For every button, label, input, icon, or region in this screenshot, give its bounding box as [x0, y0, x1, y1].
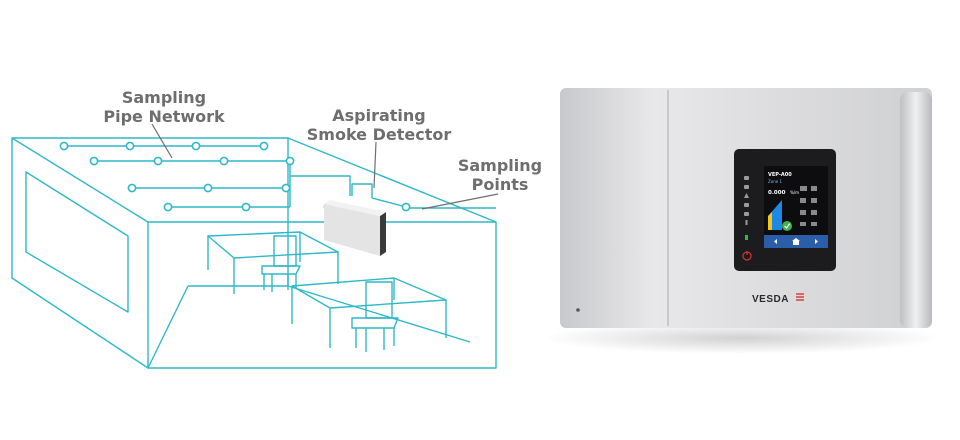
status-icon — [744, 212, 749, 216]
status-icon-column — [744, 176, 749, 225]
screen-icons — [800, 186, 817, 226]
sampling-point — [241, 202, 251, 212]
warning-icon — [744, 193, 749, 198]
sampling-point — [259, 141, 269, 151]
desk-2 — [291, 277, 447, 348]
device-indicator-dot — [576, 308, 580, 312]
power-led — [745, 235, 748, 240]
screen-unit: %/m — [790, 190, 799, 195]
screen-icon — [800, 186, 807, 191]
sampling-point — [191, 141, 201, 151]
aspirating-smoke-detector-label: Aspirating Smoke Detector — [306, 106, 452, 144]
window — [25, 171, 129, 313]
status-ok-icon — [782, 221, 792, 231]
sampling-points-label: Sampling Points — [457, 156, 543, 194]
status-icon — [744, 176, 749, 180]
fan-icon — [811, 186, 817, 191]
brand-logo: VESDA — [752, 294, 789, 305]
nav-left-icon[interactable] — [774, 239, 777, 244]
sampling-point — [219, 156, 229, 166]
screen-title: VEP-A00 — [768, 172, 792, 178]
screen-icon — [811, 198, 817, 203]
screen-icon — [800, 198, 806, 203]
sampling-points-leader — [421, 193, 499, 210]
device-end-cap — [900, 92, 932, 328]
sampling-point — [401, 202, 411, 212]
sampling-point — [203, 183, 213, 193]
lcd-display — [764, 166, 828, 248]
status-icon — [744, 185, 749, 189]
sampling-point — [59, 141, 69, 151]
screen-icon — [800, 210, 806, 215]
screen-reading: 0.000 — [768, 190, 786, 196]
callout-leaders — [151, 123, 499, 210]
info-icon — [745, 220, 748, 225]
sampling-point — [127, 183, 137, 193]
aspirating-detector-unit — [324, 200, 386, 256]
screen-subtitle: Zone 1 — [768, 179, 782, 184]
detector-leader — [373, 141, 377, 189]
screen-icon — [811, 222, 817, 226]
nav-right-icon[interactable] — [815, 239, 818, 244]
sampling-point — [153, 156, 163, 166]
sampling-point — [281, 183, 291, 193]
sampling-pipe-network-label: Sampling Pipe Network — [103, 88, 225, 126]
desk-1 — [207, 231, 339, 294]
chair-2 — [351, 281, 399, 352]
sampling-point — [125, 141, 135, 151]
device-shadow — [542, 322, 942, 354]
sampling-point — [163, 202, 173, 212]
sampling-point — [89, 156, 99, 166]
screen-icon — [811, 210, 817, 215]
brand-mark — [796, 293, 804, 301]
status-icon — [744, 203, 749, 207]
pipe-network-leader — [151, 123, 173, 159]
home-icon[interactable] — [792, 238, 800, 245]
floor-line — [287, 285, 471, 343]
sampling-point — [285, 156, 295, 166]
wifi-icon — [800, 222, 806, 226]
sampling-points — [59, 141, 411, 212]
floor-left-edge — [147, 285, 189, 369]
